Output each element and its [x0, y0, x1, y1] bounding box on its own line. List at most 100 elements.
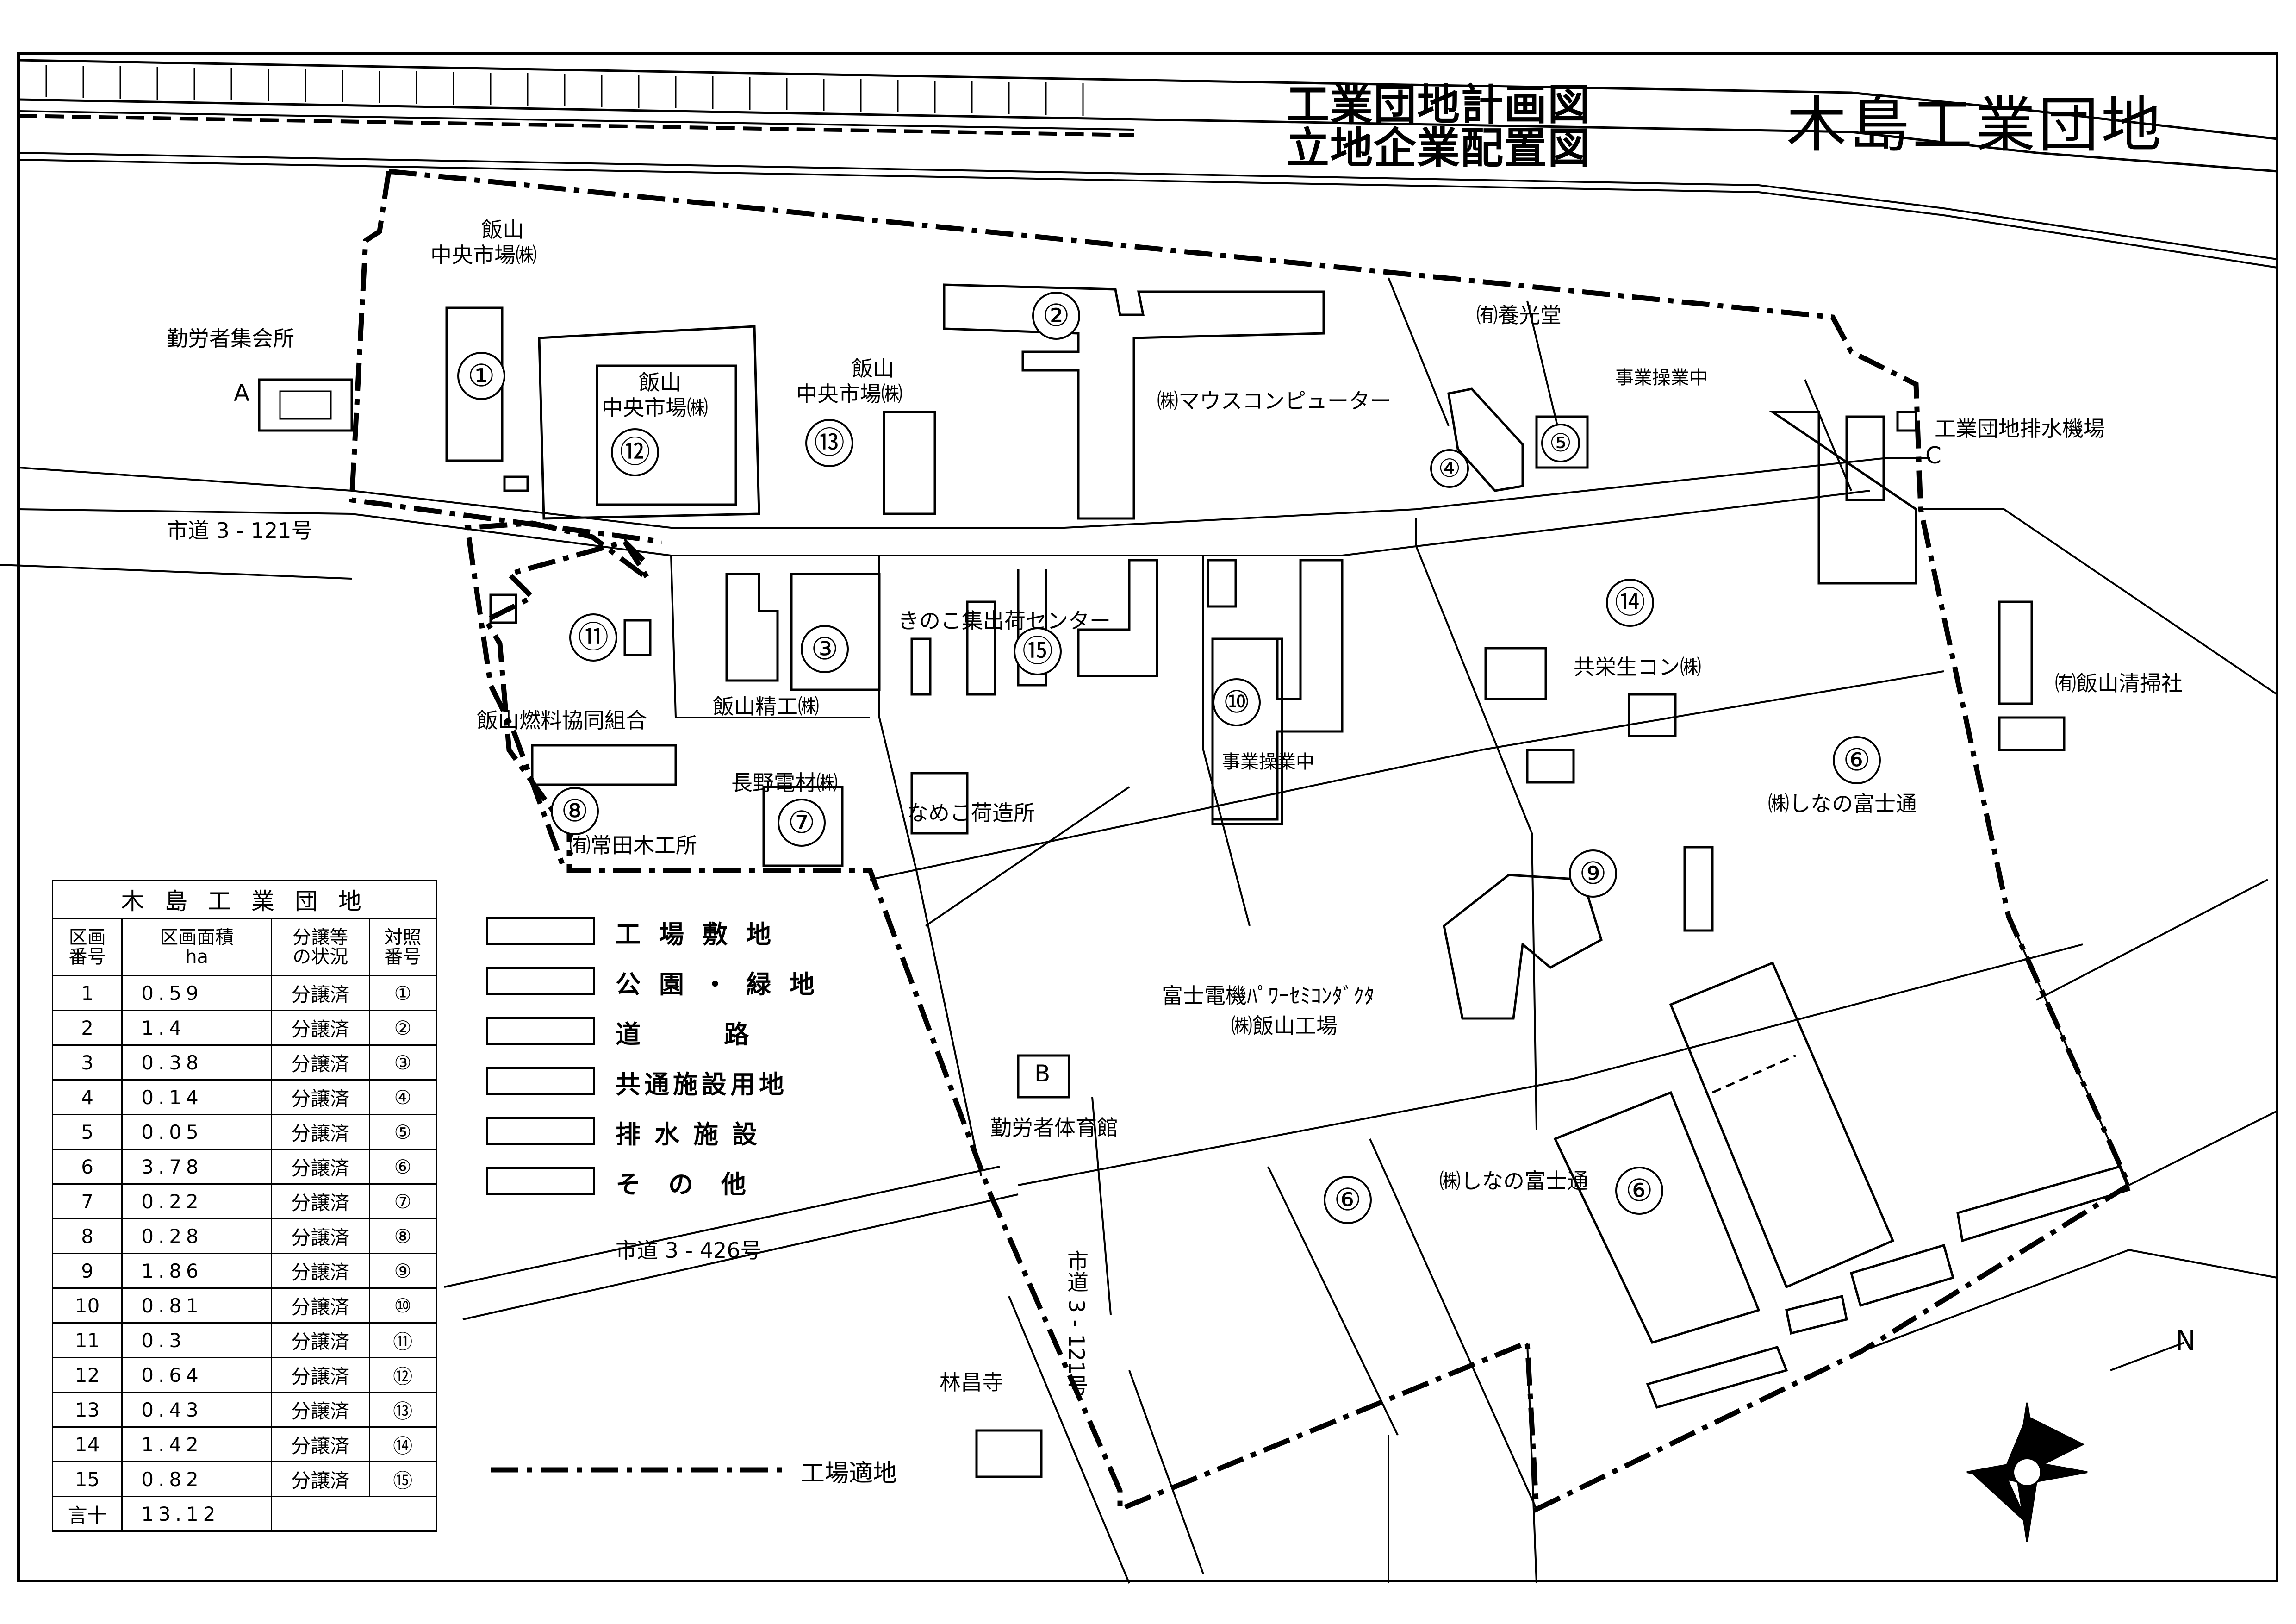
label-haisui-kijo: 工業団地排水機場	[1935, 416, 2105, 441]
label-iiyama-chuo-12-line2: 中央市場㈱	[602, 395, 708, 420]
table-header-ref: 対照 番号	[368, 918, 437, 976]
table-cell-status: 分譲済	[271, 1322, 370, 1358]
table-cell-area: 0.38	[121, 1044, 273, 1081]
plot-number-10: ⑩	[1213, 678, 1261, 726]
plot-number-6b: ⑥	[1324, 1176, 1372, 1224]
table-cell-ref: ①	[368, 975, 437, 1011]
legend-swatch	[486, 1017, 595, 1045]
plot-3-building	[790, 573, 881, 691]
table-total-value: 13.12	[121, 1496, 273, 1532]
legend-boundary-label: 工場適地	[801, 1460, 897, 1487]
label-kinrosha-taiikukan: 勤労者体育館	[990, 1115, 1118, 1140]
legend-swatch	[486, 967, 595, 995]
label-letter-c: C	[1925, 442, 1941, 469]
plot-number-7: ⑦	[778, 799, 826, 847]
table-cell-area: 0.05	[121, 1114, 273, 1150]
legend-swatch	[486, 1067, 595, 1095]
header-area-text: 区画面積 ha	[160, 927, 234, 968]
label-kyoei-namakon: 共栄生コン㈱	[1574, 655, 1701, 680]
table-cell-no: 13	[51, 1392, 123, 1428]
table-cell-ref: ⑬	[368, 1392, 437, 1428]
table-total-blank	[271, 1496, 437, 1532]
table-cell-no: 15	[51, 1461, 123, 1497]
compass-rose	[1966, 1342, 2185, 1542]
table-cell-no: 9	[51, 1253, 123, 1289]
table-cell-status: 分譲済	[271, 1218, 370, 1254]
plot-number-1: ①	[457, 352, 505, 400]
label-fuji-denki-line2: ㈱飯山工場	[1231, 1013, 1338, 1038]
table-cell-status: 分譲済	[271, 1287, 370, 1324]
table-cell-area: 0.28	[121, 1218, 273, 1254]
table-cell-no: 4	[51, 1079, 123, 1115]
table-cell-ref: ⑭	[368, 1426, 437, 1462]
label-nagano-densai: 長野電材㈱	[731, 770, 838, 795]
label-kinrosha-shukaijo: 勤労者集会所	[167, 326, 294, 351]
label-shido-3-121-b: 市道 3 - 121号	[1064, 1250, 1089, 1396]
table-cell-ref: ⑨	[368, 1253, 437, 1289]
label-iiyama-nenryo: 飯山燃料協同組合	[477, 708, 647, 733]
table-header-area: 区画面積 ha	[121, 918, 273, 976]
table-cell-no: 5	[51, 1114, 123, 1150]
table-cell-status: 分譲済	[271, 1357, 370, 1393]
plot-number-12: ⑫	[611, 428, 659, 476]
table-cell-status: 分譲済	[271, 1253, 370, 1289]
table-cell-area: 0.43	[121, 1392, 273, 1428]
legend-label: 道路	[616, 1020, 832, 1049]
plot-10-building	[1211, 637, 1283, 825]
table-cell-status: 分譲済	[271, 975, 370, 1011]
legend-swatch	[486, 1167, 595, 1195]
label-iiyama-seisosha: ㈲飯山清掃社	[2055, 671, 2183, 696]
label-kinoko-center: きのこ集出荷センター	[898, 608, 1111, 633]
label-tsuneda: ㈲常田木工所	[569, 833, 697, 858]
label-rinshoji: 林昌寺	[940, 1370, 1003, 1395]
table-cell-no: 14	[51, 1426, 123, 1462]
rail-ticks	[45, 65, 1084, 116]
header-ref-text: 対照 番号	[384, 927, 422, 968]
legend-label: 排水施設	[616, 1120, 771, 1149]
label-iiyama-chuo-1-line2: 中央市場㈱	[430, 243, 537, 268]
table-cell-no: 11	[51, 1322, 123, 1358]
table-cell-no: 10	[51, 1287, 123, 1324]
table-cell-area: 0.82	[121, 1461, 273, 1497]
legend-swatch	[486, 917, 595, 945]
label-fuji-denki-line1: 富士電機ﾊﾟﾜｰｾﾐｺﾝﾀﾞｸﾀ	[1162, 983, 1375, 1008]
plot-2-building	[943, 283, 1325, 520]
plot-11-building	[623, 619, 652, 656]
plot-number-3: ③	[801, 625, 849, 673]
table-cell-status: 分譲済	[271, 1010, 370, 1046]
table-cell-ref: ③	[368, 1044, 437, 1081]
plan-title-line2: 立地企業配置図	[1287, 124, 1592, 173]
plot-number-5: ⑤	[1541, 424, 1580, 462]
table-cell-ref: ②	[368, 1010, 437, 1046]
table-total-row: 言十 13.12	[51, 1496, 437, 1532]
plot-9-building	[1683, 846, 1714, 932]
label-jigyo-sogyo-1: 事業操業中	[1615, 367, 1708, 388]
map-frame	[17, 52, 2278, 1582]
header-no-text: 区画 番号	[68, 927, 106, 968]
label-iiyama-seiko: 飯山精工㈱	[713, 694, 819, 719]
legend-label: 共通施設用地	[616, 1070, 788, 1099]
plot-number-2: ②	[1032, 292, 1080, 340]
plot-number-4: ④	[1430, 449, 1469, 488]
table-cell-status: 分譲済	[271, 1392, 370, 1428]
plot-7-building	[762, 786, 844, 867]
plot-12-lot	[538, 325, 760, 520]
label-iiyama-chuo-13-line2: 中央市場㈱	[796, 381, 902, 406]
table-cell-no: 1	[51, 975, 123, 1011]
label-letter-b: B	[1034, 1060, 1051, 1087]
table-cell-no: 3	[51, 1044, 123, 1081]
table-cell-no: 12	[51, 1357, 123, 1393]
label-iiyama-chuo-1-line1: 飯山	[481, 217, 524, 242]
